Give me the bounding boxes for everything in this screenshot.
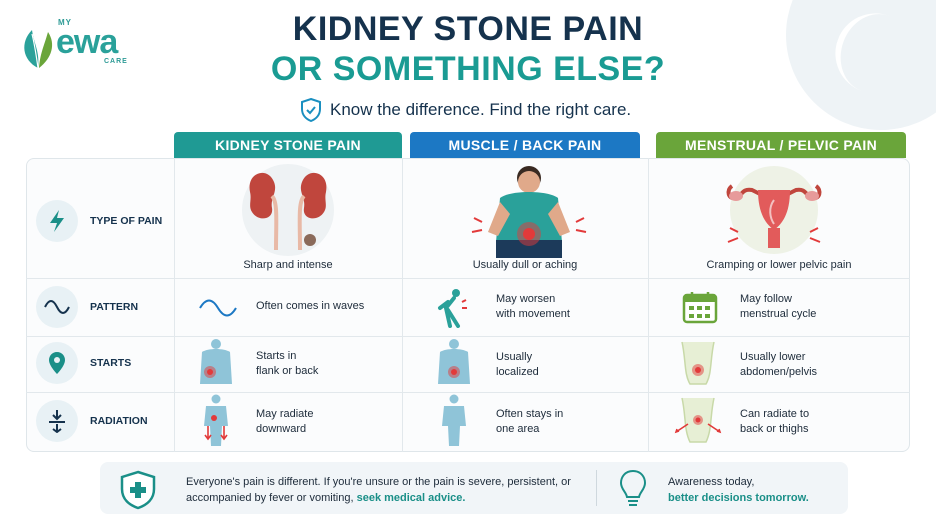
cell-kidney-starts: Starts in flank or back [256,350,319,377]
page-title-line2: OR SOMETHING ELSE? [270,50,666,88]
kidneys-illustration [242,164,334,256]
arrows-down-icon [36,400,78,442]
column-divider [174,158,175,452]
brand-care: CARE [104,58,128,65]
footer-motto: Awareness today, better decisions tomorr… [668,476,809,504]
medical-shield-icon [120,470,156,510]
row-divider [26,278,910,279]
row-label-starts: STARTS [36,342,131,384]
leaf-logo-icon [24,30,53,69]
cell-muscle-starts: Usually localized [496,351,539,378]
torso-flank-icon [200,339,232,384]
brand-name: ewa [56,23,118,61]
brand-logo[interactable]: MY ewa CARE [18,18,138,70]
cell-menstrual-radiation: Can radiate to back or thighs [740,408,810,435]
tagline-text: Know the difference. Find the right care… [330,100,632,119]
cell-menstrual-pattern: May follow menstrual cycle [740,293,817,320]
footer-advice-box [100,462,848,514]
seek-medical-advice: seek medical advice. [356,492,466,504]
row-divider [26,336,910,337]
row-label-radiation: RADIATION [36,400,148,442]
column-header-kidney: KIDNEY STONE PAIN [174,132,402,158]
row-divider [26,392,910,393]
shield-check-icon [301,98,321,122]
page-title-line1: KIDNEY STONE PAIN [292,10,644,48]
cell-muscle-pattern: May worsen with movement [496,293,570,320]
calendar-icon [682,292,718,324]
cell-kidney-pattern: Often comes in waves [256,300,365,312]
cell-muscle-radiation: Often stays in one area [496,408,564,435]
brand-my: MY [58,18,72,27]
row-label-pattern: PATTERN [36,286,138,328]
cell-kidney-type: Sharp and intense [243,259,333,271]
body-radiating-down-icon [204,394,228,446]
pelvis-radiating-icon [674,397,722,443]
torso-back-icon [438,339,470,384]
lightbulb-icon [619,469,647,506]
cell-menstrual-type: Cramping or lower pelvic pain [706,259,852,271]
uterus-illustration [726,166,822,254]
wave-icon [199,299,237,317]
cell-kidney-radiation: May radiate downward [256,408,314,435]
bending-person-icon [438,289,467,328]
back-pain-illustration [471,166,587,258]
body-standing-icon [442,394,466,446]
column-divider [648,158,649,452]
cell-muscle-type: Usually dull or aching [472,259,578,271]
column-header-menstrual: MENSTRUAL / PELVIC PAIN [656,132,906,158]
wave-icon [36,286,78,328]
column-divider [402,158,403,452]
footer-divider [596,470,597,506]
cell-menstrual-starts: Usually lower abdomen/pelvis [740,351,818,378]
lightning-icon [36,200,78,242]
column-header-muscle: MUSCLE / BACK PAIN [410,132,640,158]
footer-advice-text: Everyone's pain is different. If you're … [186,476,571,504]
pelvis-icon [681,341,715,385]
location-pin-icon [36,342,78,384]
row-label-type-of-pain: TYPE OF PAIN [36,200,162,242]
tagline: Know the difference. Find the right care… [300,98,631,122]
